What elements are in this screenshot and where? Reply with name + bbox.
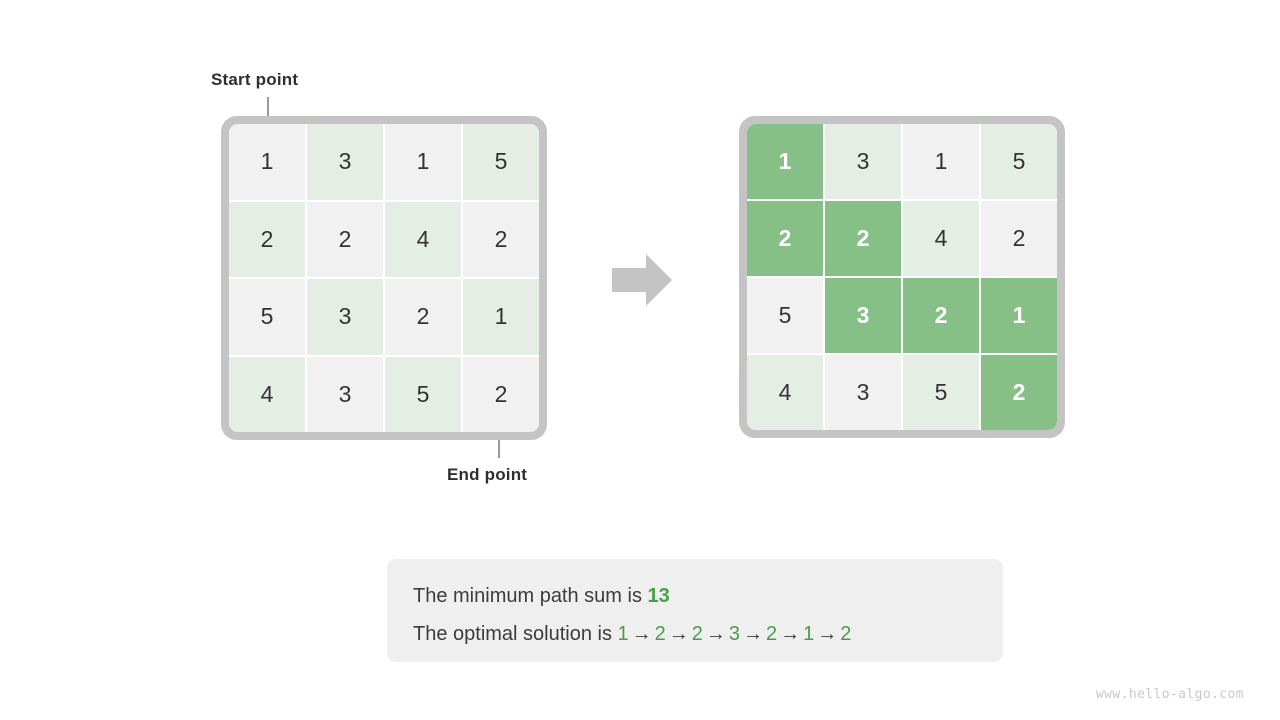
path-step-value: 3 — [728, 623, 741, 645]
grid-cell: 3 — [307, 356, 383, 432]
grid-cell: 2 — [463, 201, 539, 277]
grid-cell: 4 — [385, 201, 461, 277]
optimal-solution-sequence: 1→2→2→3→2→1→2 — [618, 623, 852, 645]
grid-cell: 1 — [747, 124, 823, 199]
grid-cell: 1 — [229, 124, 305, 200]
path-arrow-icon: → — [631, 623, 652, 645]
grid-cell: 3 — [825, 278, 901, 353]
grid-cell: 3 — [825, 355, 901, 430]
grid-cell: 1 — [385, 124, 461, 200]
grid-cell: 2 — [385, 279, 461, 355]
grid-cell: 1 — [981, 278, 1057, 353]
grid-cell: 2 — [229, 201, 305, 277]
minimum-path-sum-prefix: The minimum path sum is — [413, 585, 642, 607]
path-step-value: 1 — [803, 623, 815, 645]
right-arrow-icon — [610, 252, 674, 308]
grid-cell: 2 — [981, 201, 1057, 276]
grid-cell: 4 — [903, 201, 979, 276]
minimum-path-sum-line: The minimum path sum is 13 — [413, 577, 977, 615]
grid-cell: 2 — [825, 201, 901, 276]
path-arrow-icon: → — [743, 623, 764, 645]
grid-cell: 2 — [903, 278, 979, 353]
grid-cell: 2 — [981, 355, 1057, 430]
grid-cell: 5 — [903, 355, 979, 430]
start-point-label: Start point — [211, 70, 299, 89]
path-arrow-icon: → — [817, 623, 838, 645]
path-arrow-icon: → — [780, 623, 801, 645]
grid-cell: 2 — [307, 201, 383, 277]
path-step-value: 2 — [654, 623, 666, 645]
grid-cell: 5 — [229, 279, 305, 355]
grid-cell: 3 — [307, 124, 383, 200]
path-step-value: 2 — [691, 623, 703, 645]
grid-cell: 4 — [747, 355, 823, 430]
path-step-value: 2 — [766, 623, 778, 645]
optimal-solution-prefix: The optimal solution is — [413, 623, 612, 645]
end-point-label: End point — [447, 465, 528, 484]
grid-cell: 1 — [903, 124, 979, 199]
grid-cell: 3 — [307, 279, 383, 355]
path-arrow-icon: → — [668, 623, 689, 645]
grid-cell: 2 — [747, 201, 823, 276]
path-step-value: 1 — [617, 623, 629, 645]
minimum-path-sum-value: 13 — [647, 585, 670, 607]
grid-cell: 5 — [747, 278, 823, 353]
grid-cell: 4 — [229, 356, 305, 432]
grid-cell: 3 — [825, 124, 901, 199]
path-arrow-icon: → — [705, 623, 726, 645]
path-step-value: 2 — [840, 623, 852, 645]
grid-cell: 5 — [981, 124, 1057, 199]
grid-cell: 5 — [385, 356, 461, 432]
optimal-solution-line: The optimal solution is 1→2→2→3→2→1→2 — [413, 615, 977, 653]
grid-cell: 5 — [463, 124, 539, 200]
caption-box: The minimum path sum is 13 The optimal s… — [387, 559, 1003, 662]
grid-cell: 2 — [463, 356, 539, 432]
site-watermark: www.hello-algo.com — [1095, 687, 1244, 702]
grid-cell: 1 — [463, 279, 539, 355]
